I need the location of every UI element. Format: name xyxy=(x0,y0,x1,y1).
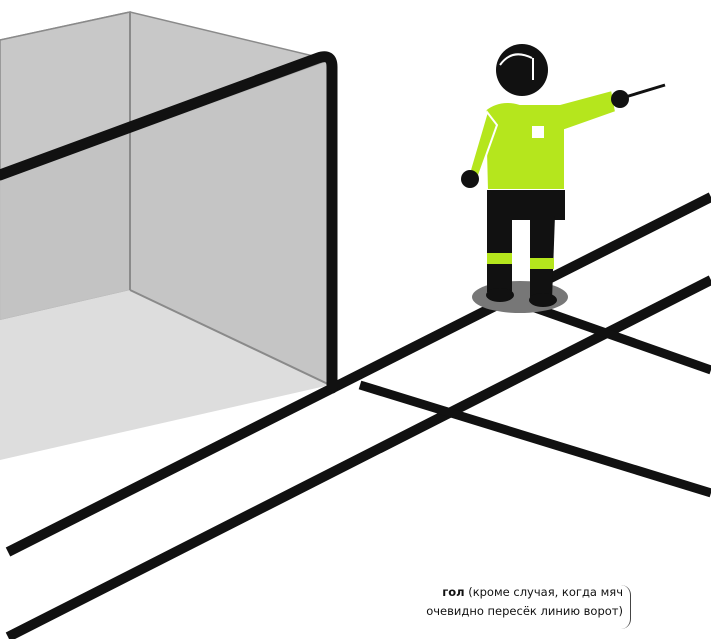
caption-bold-word: гол xyxy=(442,585,464,599)
goal-net-icon xyxy=(0,12,332,460)
trouser-stripe-left xyxy=(487,253,512,264)
decision-caption: гол (кроме случая, когда мяч очевидно пе… xyxy=(426,583,623,621)
referee-head xyxy=(496,44,548,96)
caption-line-1-rest: (кроме случая, когда мяч xyxy=(465,585,623,599)
caption-line-2: очевидно пересёк линию ворот) xyxy=(426,602,623,621)
goal-area-side-line xyxy=(360,385,711,493)
caption-line-1: гол (кроме случая, когда мяч xyxy=(426,583,623,602)
flag-stick-icon xyxy=(622,85,665,98)
referee-shirt xyxy=(485,90,616,190)
trouser-stripe-right xyxy=(530,258,554,269)
